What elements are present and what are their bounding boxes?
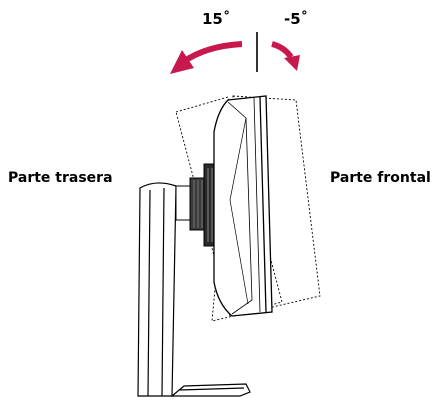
- monitor-outline-tilted-back: [175, 96, 283, 317]
- tilt-back-angle-label: 15˚: [202, 10, 230, 28]
- monitor-outline-tilted-forward: [211, 95, 321, 322]
- monitor-panel: [213, 95, 273, 317]
- rear-side-label: Parte trasera: [8, 170, 113, 186]
- front-side-label: Parte frontal: [330, 170, 431, 186]
- monitor-base: [170, 383, 251, 397]
- front-tilt-arrow-shaft: [271, 41, 294, 59]
- back-tilt-arrow-head: [170, 50, 194, 74]
- tilt-front-angle-label: -5˚: [284, 10, 308, 28]
- tilt-hinge: [175, 163, 219, 247]
- back-tilt-arrow-shaft: [181, 41, 243, 65]
- monitor-stand: [137, 182, 177, 397]
- front-tilt-arrow-head: [284, 55, 300, 71]
